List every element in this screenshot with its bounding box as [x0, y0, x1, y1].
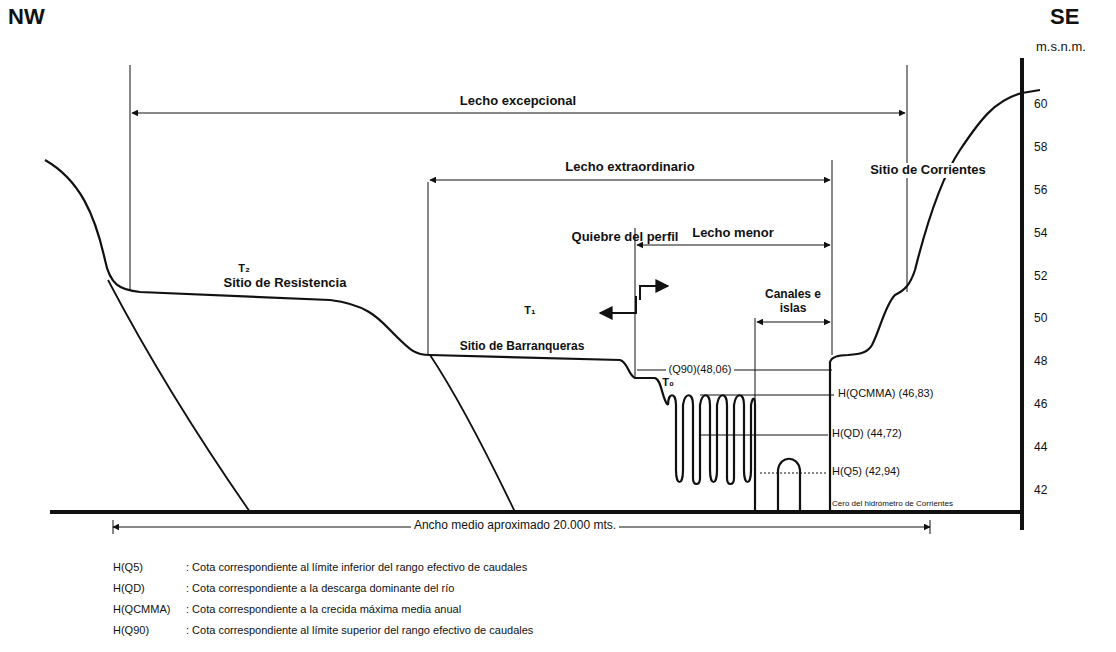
direction-label: NW	[8, 4, 45, 29]
legend-key: H(QD)	[113, 582, 145, 595]
axis-tick: 52	[1034, 270, 1047, 284]
level-label: H(Q5) (42,94)	[832, 465, 900, 478]
axis-tick: 58	[1034, 141, 1047, 155]
bed-label: Lecho menor	[692, 226, 774, 241]
legend-text: : Cota correspondiente a la descarga dom…	[186, 582, 454, 595]
width-label: Ancho medio aproximado 20.000 mts.	[411, 519, 619, 533]
site-label: Sitio de Barranqueras	[460, 340, 585, 354]
legend-text: : Cota correspondiente al límite inferio…	[186, 561, 527, 574]
bed-label: Canales e islas	[763, 288, 823, 316]
legend-text: : Cota correspondiente al límite superio…	[186, 624, 533, 637]
axis-tick: 60	[1034, 98, 1047, 112]
axis-tick: 42	[1034, 484, 1047, 498]
terrace-label: T₂	[238, 262, 250, 275]
direction-label: SE	[1050, 4, 1079, 29]
level-label: (Q90)(48,06)	[666, 363, 735, 376]
legend-key: H(Q5)	[113, 561, 143, 574]
legend-key: H(QCMMA)	[113, 603, 170, 616]
legend-key: H(Q90)	[113, 624, 149, 637]
callout-label: Quiebre del perfil	[572, 230, 679, 245]
axis-tick: 54	[1034, 227, 1047, 241]
axis-tick: 50	[1034, 312, 1047, 326]
gauge-label: Cero del hidrómetro de Corrientes	[832, 499, 953, 508]
bed-label: Lecho extraordinario	[565, 160, 694, 175]
terrace-label: T₁	[524, 304, 535, 317]
site-label: Sitio de Corrientes	[867, 163, 989, 178]
level-label: H(QCMMA) (46,83)	[838, 387, 933, 400]
site-label: Sitio de Resistencia	[224, 276, 347, 291]
axis-tick: 46	[1034, 398, 1047, 412]
axis-tick: 48	[1034, 355, 1047, 369]
level-label: H(QD) (44,72)	[832, 427, 902, 440]
terrace-label: T₀	[662, 376, 674, 389]
axis-tick: 44	[1034, 441, 1047, 455]
legend-text: : Cota correspondiente a la crecida máxi…	[186, 603, 461, 616]
axis-unit: m.s.n.m.	[1036, 40, 1086, 55]
axis-tick: 56	[1034, 184, 1047, 198]
bed-label: Lecho excepcional	[460, 94, 576, 109]
